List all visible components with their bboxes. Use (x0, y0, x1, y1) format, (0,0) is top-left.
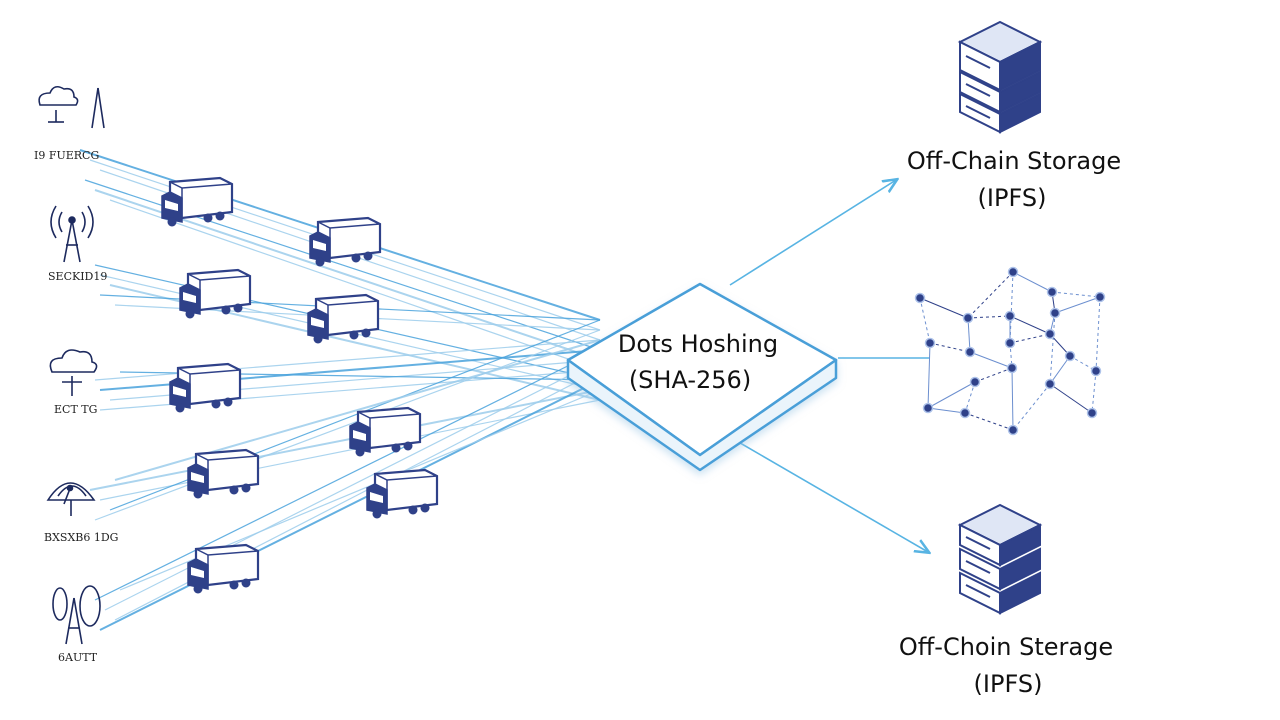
storage-top-subtitle: (IPFS) (978, 184, 1047, 212)
flow-line (94, 349, 601, 601)
network-edge (927, 342, 931, 409)
network-edge (1049, 355, 1071, 385)
network-edge (1095, 296, 1101, 372)
network-node (1044, 378, 1056, 390)
network-node (1044, 328, 1056, 340)
network-edge (1012, 271, 1053, 293)
flow-line (94, 339, 601, 381)
truck-icon (349, 406, 422, 457)
flow-line (109, 199, 601, 371)
network-edge (919, 297, 931, 344)
truck-icon (161, 176, 234, 227)
network-node (924, 337, 936, 349)
network-node (1064, 350, 1076, 362)
source-4: BXSXB6 1DG (44, 482, 118, 544)
source-label: 6AUTT (58, 651, 98, 664)
storage-bottom-subtitle: (IPFS) (974, 670, 1043, 698)
network-node (1006, 362, 1018, 374)
source-label: ECT TG (54, 403, 97, 416)
satellite-dish-icon (46, 482, 96, 516)
network-edge (967, 315, 1011, 319)
network-edge (927, 381, 976, 409)
network-edge (1011, 367, 1014, 431)
source-label: BXSXB6 1DG (44, 531, 118, 544)
source-3: ECT TG (49, 349, 98, 416)
network-edge (1091, 370, 1097, 414)
arrow-to-bottom-storage (734, 439, 928, 552)
source-label: I9 FUERCG (34, 149, 99, 162)
network-node (914, 292, 926, 304)
network-edge (929, 342, 971, 353)
network-node (1004, 310, 1016, 322)
network-edge (1054, 296, 1101, 314)
truck-icon (366, 468, 439, 519)
flow-line (99, 399, 601, 501)
network-node (964, 346, 976, 358)
radio-antenna-icon (52, 585, 101, 645)
hub-algorithm: (SHA-256) (629, 366, 751, 394)
truck-icon (187, 543, 260, 594)
flow-line (94, 329, 601, 521)
truck-icon (187, 448, 260, 499)
network-node (1086, 407, 1098, 419)
truck-icon (309, 216, 382, 267)
flow-line (99, 379, 601, 631)
hashing-hub (566, 282, 838, 472)
trucks-layer (161, 176, 439, 594)
storage-top-title: Off-Chain Storage (907, 147, 1121, 175)
truck-icon (179, 268, 252, 319)
network-node (1007, 424, 1019, 436)
truck-icon (169, 362, 242, 413)
network-edge (964, 412, 1014, 431)
network-node (1090, 365, 1102, 377)
ipfs-network-graph (914, 266, 1106, 436)
network-edge (1009, 333, 1051, 344)
network-node (1007, 266, 1019, 278)
network-edge (919, 297, 969, 319)
network-edge (967, 271, 1014, 319)
network-edge (967, 317, 971, 353)
network-edge (1049, 383, 1093, 414)
network-edge (1009, 315, 1051, 335)
network-edge (969, 351, 1013, 369)
network-edge (927, 407, 966, 414)
source-1: I9 FUERCG (34, 85, 105, 162)
flow-line (114, 339, 601, 481)
arrow-to-top-storage (729, 180, 896, 286)
source-5: 6AUTT (52, 585, 101, 664)
network-edge (1012, 383, 1051, 431)
cell-tower-icon (50, 205, 94, 263)
truck-icon (307, 293, 380, 344)
cloud-antenna-icon (49, 349, 98, 396)
network-node (922, 402, 934, 414)
storage-bottom-title: Off-Choin Sterage (899, 633, 1113, 661)
network-edge (1051, 291, 1101, 298)
network-node (969, 376, 981, 388)
flow-line (89, 389, 601, 491)
cloud-antenna-icon (38, 85, 105, 129)
network-edge (974, 367, 1013, 383)
server-stack-icon (957, 20, 1043, 134)
network-node (1049, 307, 1061, 319)
source-label: SECKID19 (48, 270, 107, 283)
server-stack-icon (957, 503, 1043, 615)
network-node (959, 407, 971, 419)
network-node (1094, 291, 1106, 303)
network-node (1046, 286, 1058, 298)
network-node (962, 312, 974, 324)
source-2: SECKID19 (48, 205, 107, 283)
hub-title: Dots Hoshing (618, 330, 778, 358)
network-node (1004, 337, 1016, 349)
